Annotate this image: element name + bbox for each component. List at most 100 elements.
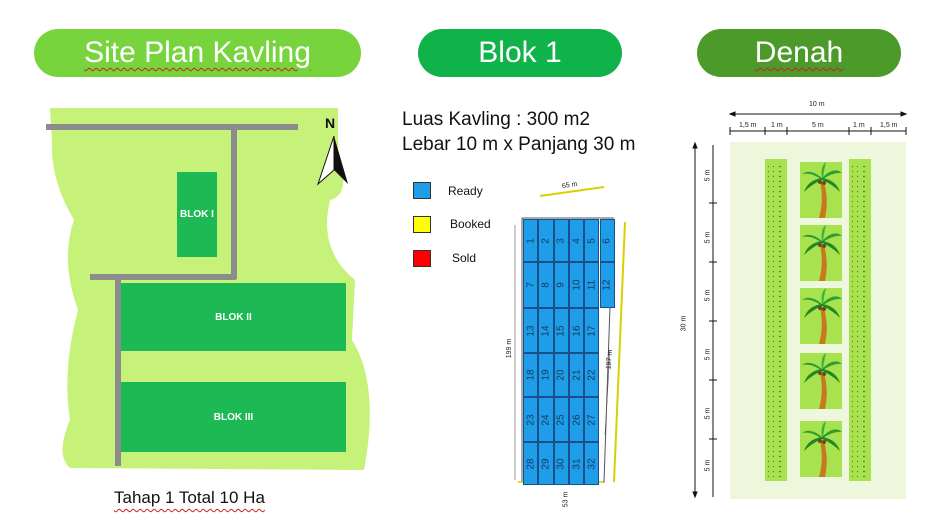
lot-number: 28 — [525, 457, 537, 470]
lot-number: 24 — [540, 413, 552, 426]
lot-19[interactable]: 19 — [538, 353, 554, 397]
denah-top-part-2: 1 m — [771, 122, 783, 129]
blok-1-area — [177, 172, 217, 257]
lot-8[interactable]: 8 — [538, 262, 554, 308]
blok-title: Blok 1 — [418, 29, 622, 77]
lot-23[interactable]: 23 — [523, 397, 539, 442]
lot-9[interactable]: 9 — [553, 262, 569, 308]
road-vertical-left — [115, 280, 121, 466]
denah-top-part-5: 1,5 m — [880, 122, 898, 129]
lot-number: 9 — [555, 282, 567, 288]
site-plan-title: Site Plan Kavling — [34, 29, 361, 77]
legend-sold-label: Sold — [452, 251, 477, 265]
denah-top-part-1: 1,5 m — [739, 122, 757, 129]
lot-number: 22 — [586, 369, 598, 381]
lot-30[interactable]: 30 — [553, 442, 569, 485]
lot-4[interactable]: 4 — [568, 219, 585, 262]
lot-31[interactable]: 31 — [568, 442, 585, 485]
denah-top-total: 10 m — [809, 101, 825, 108]
legend-ready-swatch — [413, 182, 431, 199]
lot-6[interactable]: 6 — [599, 219, 615, 262]
lot-number: 17 — [586, 324, 598, 337]
lot-21[interactable]: 21 — [568, 353, 585, 397]
dim-bottom: 53 m — [562, 491, 570, 508]
north-label: N — [325, 115, 336, 131]
lot-11[interactable]: 11 — [584, 262, 600, 308]
blok-3-area — [121, 382, 346, 452]
lot-15[interactable]: 15 — [553, 308, 569, 353]
planting-holes-right — [852, 163, 867, 477]
lot-27[interactable]: 27 — [584, 397, 600, 442]
lot-number: 8 — [540, 282, 552, 288]
denah-side-part-1: 5 m — [704, 169, 712, 182]
lot-25[interactable]: 25 — [553, 397, 569, 442]
lot-32[interactable]: 32 — [584, 442, 600, 485]
lot-number: 10 — [571, 279, 583, 291]
lot-number: 18 — [525, 369, 537, 381]
lot-number: 21 — [571, 369, 583, 381]
lot-26[interactable]: 26 — [568, 397, 585, 442]
lot-20[interactable]: 20 — [553, 353, 569, 397]
lot-1[interactable]: 1 — [523, 219, 539, 262]
denah-side-part-5: 5 m — [704, 407, 712, 420]
denah-total-length: 30 m — [680, 315, 688, 332]
lot-12[interactable]: 12 — [599, 262, 615, 308]
blok-1-label: BLOK I — [180, 209, 214, 220]
denah-side-part-3: 5 m — [704, 289, 712, 302]
lot-13[interactable]: 13 — [523, 308, 539, 353]
lot-number: 16 — [571, 324, 583, 337]
lot-number: 13 — [525, 324, 537, 337]
lot-18[interactable]: 18 — [523, 353, 539, 397]
blok-3-label: BLOK III — [213, 411, 254, 423]
legend-ready-label: Ready — [448, 184, 483, 198]
site-plan-map — [46, 108, 370, 470]
lot-number: 11 — [586, 279, 598, 291]
legend-sold-swatch — [413, 250, 431, 267]
luas-kavling: Luas Kavling : 300 m2 — [402, 109, 591, 130]
lot-22[interactable]: 22 — [584, 353, 600, 397]
legend-booked-swatch — [413, 216, 431, 233]
lot-number: 4 — [571, 237, 583, 244]
lot-number: 29 — [540, 457, 552, 470]
denah-dimension-lines — [692, 111, 908, 499]
denah-side-part-4: 5 m — [704, 348, 712, 361]
lot-28[interactable]: 28 — [523, 442, 539, 485]
denah-side-part-2: 5 m — [704, 231, 712, 244]
lot-14[interactable]: 14 — [538, 308, 554, 353]
lot-number: 6 — [601, 237, 613, 244]
lot-10[interactable]: 10 — [568, 262, 585, 308]
road-top — [46, 124, 298, 130]
planting-holes-left — [768, 163, 783, 477]
lot-number: 25 — [555, 413, 567, 426]
lot-16[interactable]: 16 — [568, 308, 585, 353]
blok-2-label: BLOK II — [215, 311, 252, 323]
denah-top-part-3: 5 m — [812, 122, 824, 129]
lot-number: 31 — [571, 457, 583, 470]
lot-number: 32 — [586, 457, 598, 470]
lot-29[interactable]: 29 — [538, 442, 554, 485]
lot-3[interactable]: 3 — [553, 219, 569, 262]
dim-left: 199 m — [506, 338, 514, 359]
lot-number: 30 — [555, 457, 567, 470]
lot-number: 23 — [525, 413, 537, 426]
lot-17[interactable]: 17 — [584, 308, 600, 353]
site-plan-footer: Tahap 1 Total 10 Ha — [114, 488, 265, 507]
lot-2[interactable]: 2 — [538, 219, 554, 262]
blok-2-area — [121, 283, 346, 351]
lot-5[interactable]: 5 — [584, 219, 600, 262]
lot-number: 15 — [555, 324, 567, 337]
road-vertical-right — [231, 127, 237, 279]
lot-number: 3 — [555, 237, 567, 244]
lot-number: 27 — [586, 413, 598, 426]
lot-number: 26 — [571, 413, 583, 426]
lot-number: 19 — [540, 369, 552, 381]
lot-number: 14 — [540, 324, 552, 337]
lot-number: 2 — [540, 237, 552, 244]
denah-side-part-6: 5 m — [704, 459, 712, 472]
lot-7[interactable]: 7 — [523, 262, 539, 308]
denah-top-part-4: 1 m — [853, 122, 865, 129]
lot-number: 12 — [601, 279, 613, 291]
north-arrow-icon — [316, 135, 348, 186]
lot-number: 7 — [525, 282, 537, 288]
lot-24[interactable]: 24 — [538, 397, 554, 442]
